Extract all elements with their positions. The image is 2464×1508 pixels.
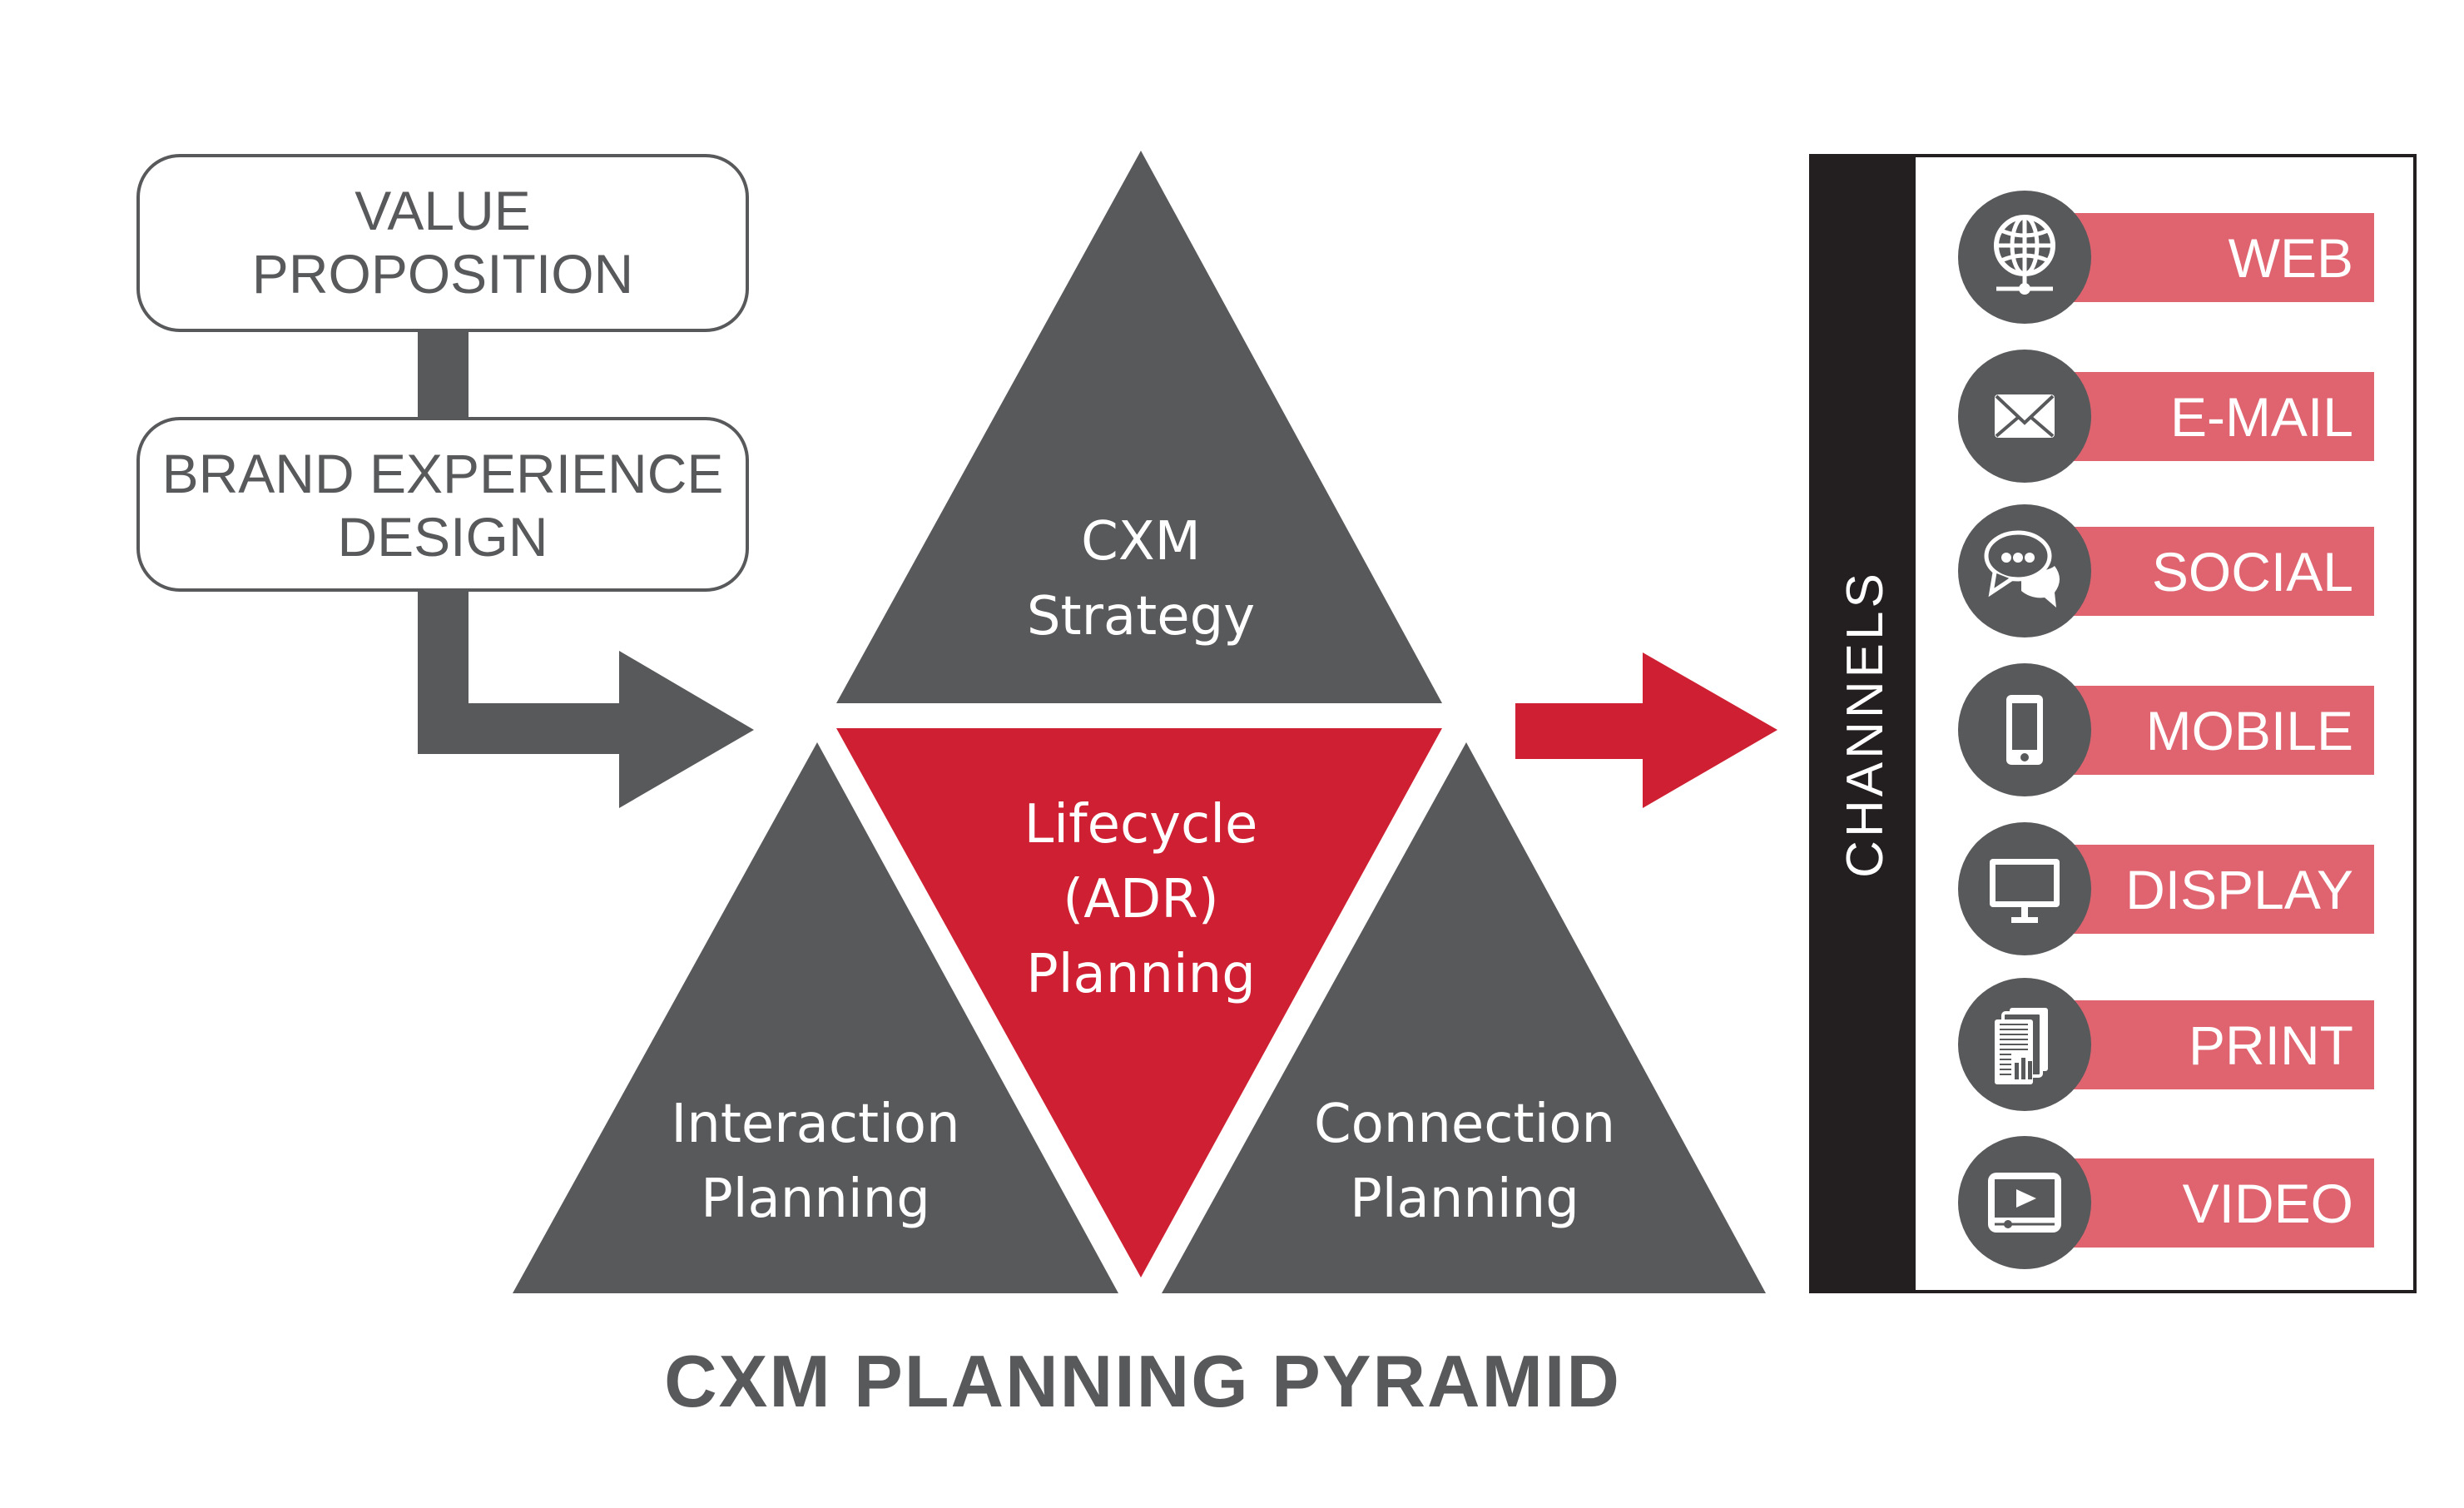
globe-network-icon	[1994, 215, 2055, 295]
brand-experience-line-1: BRAND EXPERIENCE	[162, 443, 724, 504]
newspaper-icon	[1995, 1008, 2048, 1084]
pyramid-top-triangle	[836, 151, 1442, 703]
channel-item-display: DISPLAY	[1958, 822, 2374, 955]
channel-bar	[2063, 213, 2374, 302]
channel-bar	[2063, 1000, 2374, 1089]
channel-label: MOBILE	[2146, 700, 2353, 761]
channel-bar	[2063, 1158, 2374, 1248]
monitor-icon	[1990, 859, 2060, 923]
channel-label: PRINT	[2189, 1014, 2353, 1076]
channel-item-video: VIDEO	[1958, 1136, 2374, 1269]
channel-label: E-MAIL	[2170, 386, 2353, 448]
channel-bar	[2063, 686, 2374, 775]
top-label-line-1: CXM	[1081, 511, 1201, 573]
pyramid-left-triangle	[513, 742, 1118, 1293]
pyramid-center-triangle	[836, 728, 1442, 1277]
center-label-line-2: (ADR)	[1063, 869, 1218, 930]
channel-item-social: SOCIAL	[1958, 504, 2374, 637]
smartphone-icon	[2006, 695, 2043, 765]
video-player-icon	[1988, 1173, 2061, 1233]
channel-bar	[2063, 372, 2374, 461]
channels-label: CHANNELS	[1837, 570, 1894, 878]
right-label-line-1: Connection	[1314, 1094, 1615, 1155]
brand-experience-line-2: DESIGN	[337, 506, 548, 568]
right-label-line-2: Planning	[1350, 1168, 1579, 1230]
envelope-icon	[1995, 394, 2055, 438]
chat-bubbles-icon	[1984, 530, 2060, 608]
left-label-line-2: Planning	[701, 1168, 930, 1230]
left-label-line-1: Interaction	[671, 1094, 959, 1155]
center-label-line-3: Planning	[1026, 944, 1256, 1005]
channel-label: VIDEO	[2183, 1173, 2353, 1234]
l-arrow	[418, 590, 754, 808]
value-proposition-line-2: PROPOSITION	[252, 243, 633, 305]
center-label-line-1: Lifecycle	[1024, 794, 1258, 856]
channel-bar	[2063, 527, 2374, 616]
diagram-title: CXM PLANNING PYRAMID	[664, 1340, 1621, 1422]
channel-item-print: PRINT	[1958, 978, 2374, 1111]
top-label-line-2: Strategy	[1027, 586, 1255, 647]
channel-label: DISPLAY	[2125, 859, 2353, 920]
value-proposition-box: VALUE PROPOSITION	[136, 154, 749, 332]
value-proposition-line-1: VALUE	[354, 180, 531, 241]
connector-bar	[418, 330, 469, 419]
channel-label: WEB	[2229, 227, 2353, 289]
channels-label-strip	[1811, 156, 1916, 1292]
channel-item-mobile: MOBILE	[1958, 663, 2374, 796]
brand-experience-design-box: BRAND EXPERIENCE DESIGN	[136, 417, 749, 592]
channel-item-email: E-MAIL	[1958, 350, 2374, 483]
red-arrow	[1515, 652, 1777, 808]
channel-bar	[2063, 845, 2374, 934]
channel-item-web: WEB	[1958, 191, 2374, 324]
pyramid-right-triangle	[1162, 742, 1766, 1293]
pyramid: CXM Strategy Lifecycle (ADR) Planning In…	[513, 151, 1766, 1293]
channel-label: SOCIAL	[2152, 541, 2353, 603]
